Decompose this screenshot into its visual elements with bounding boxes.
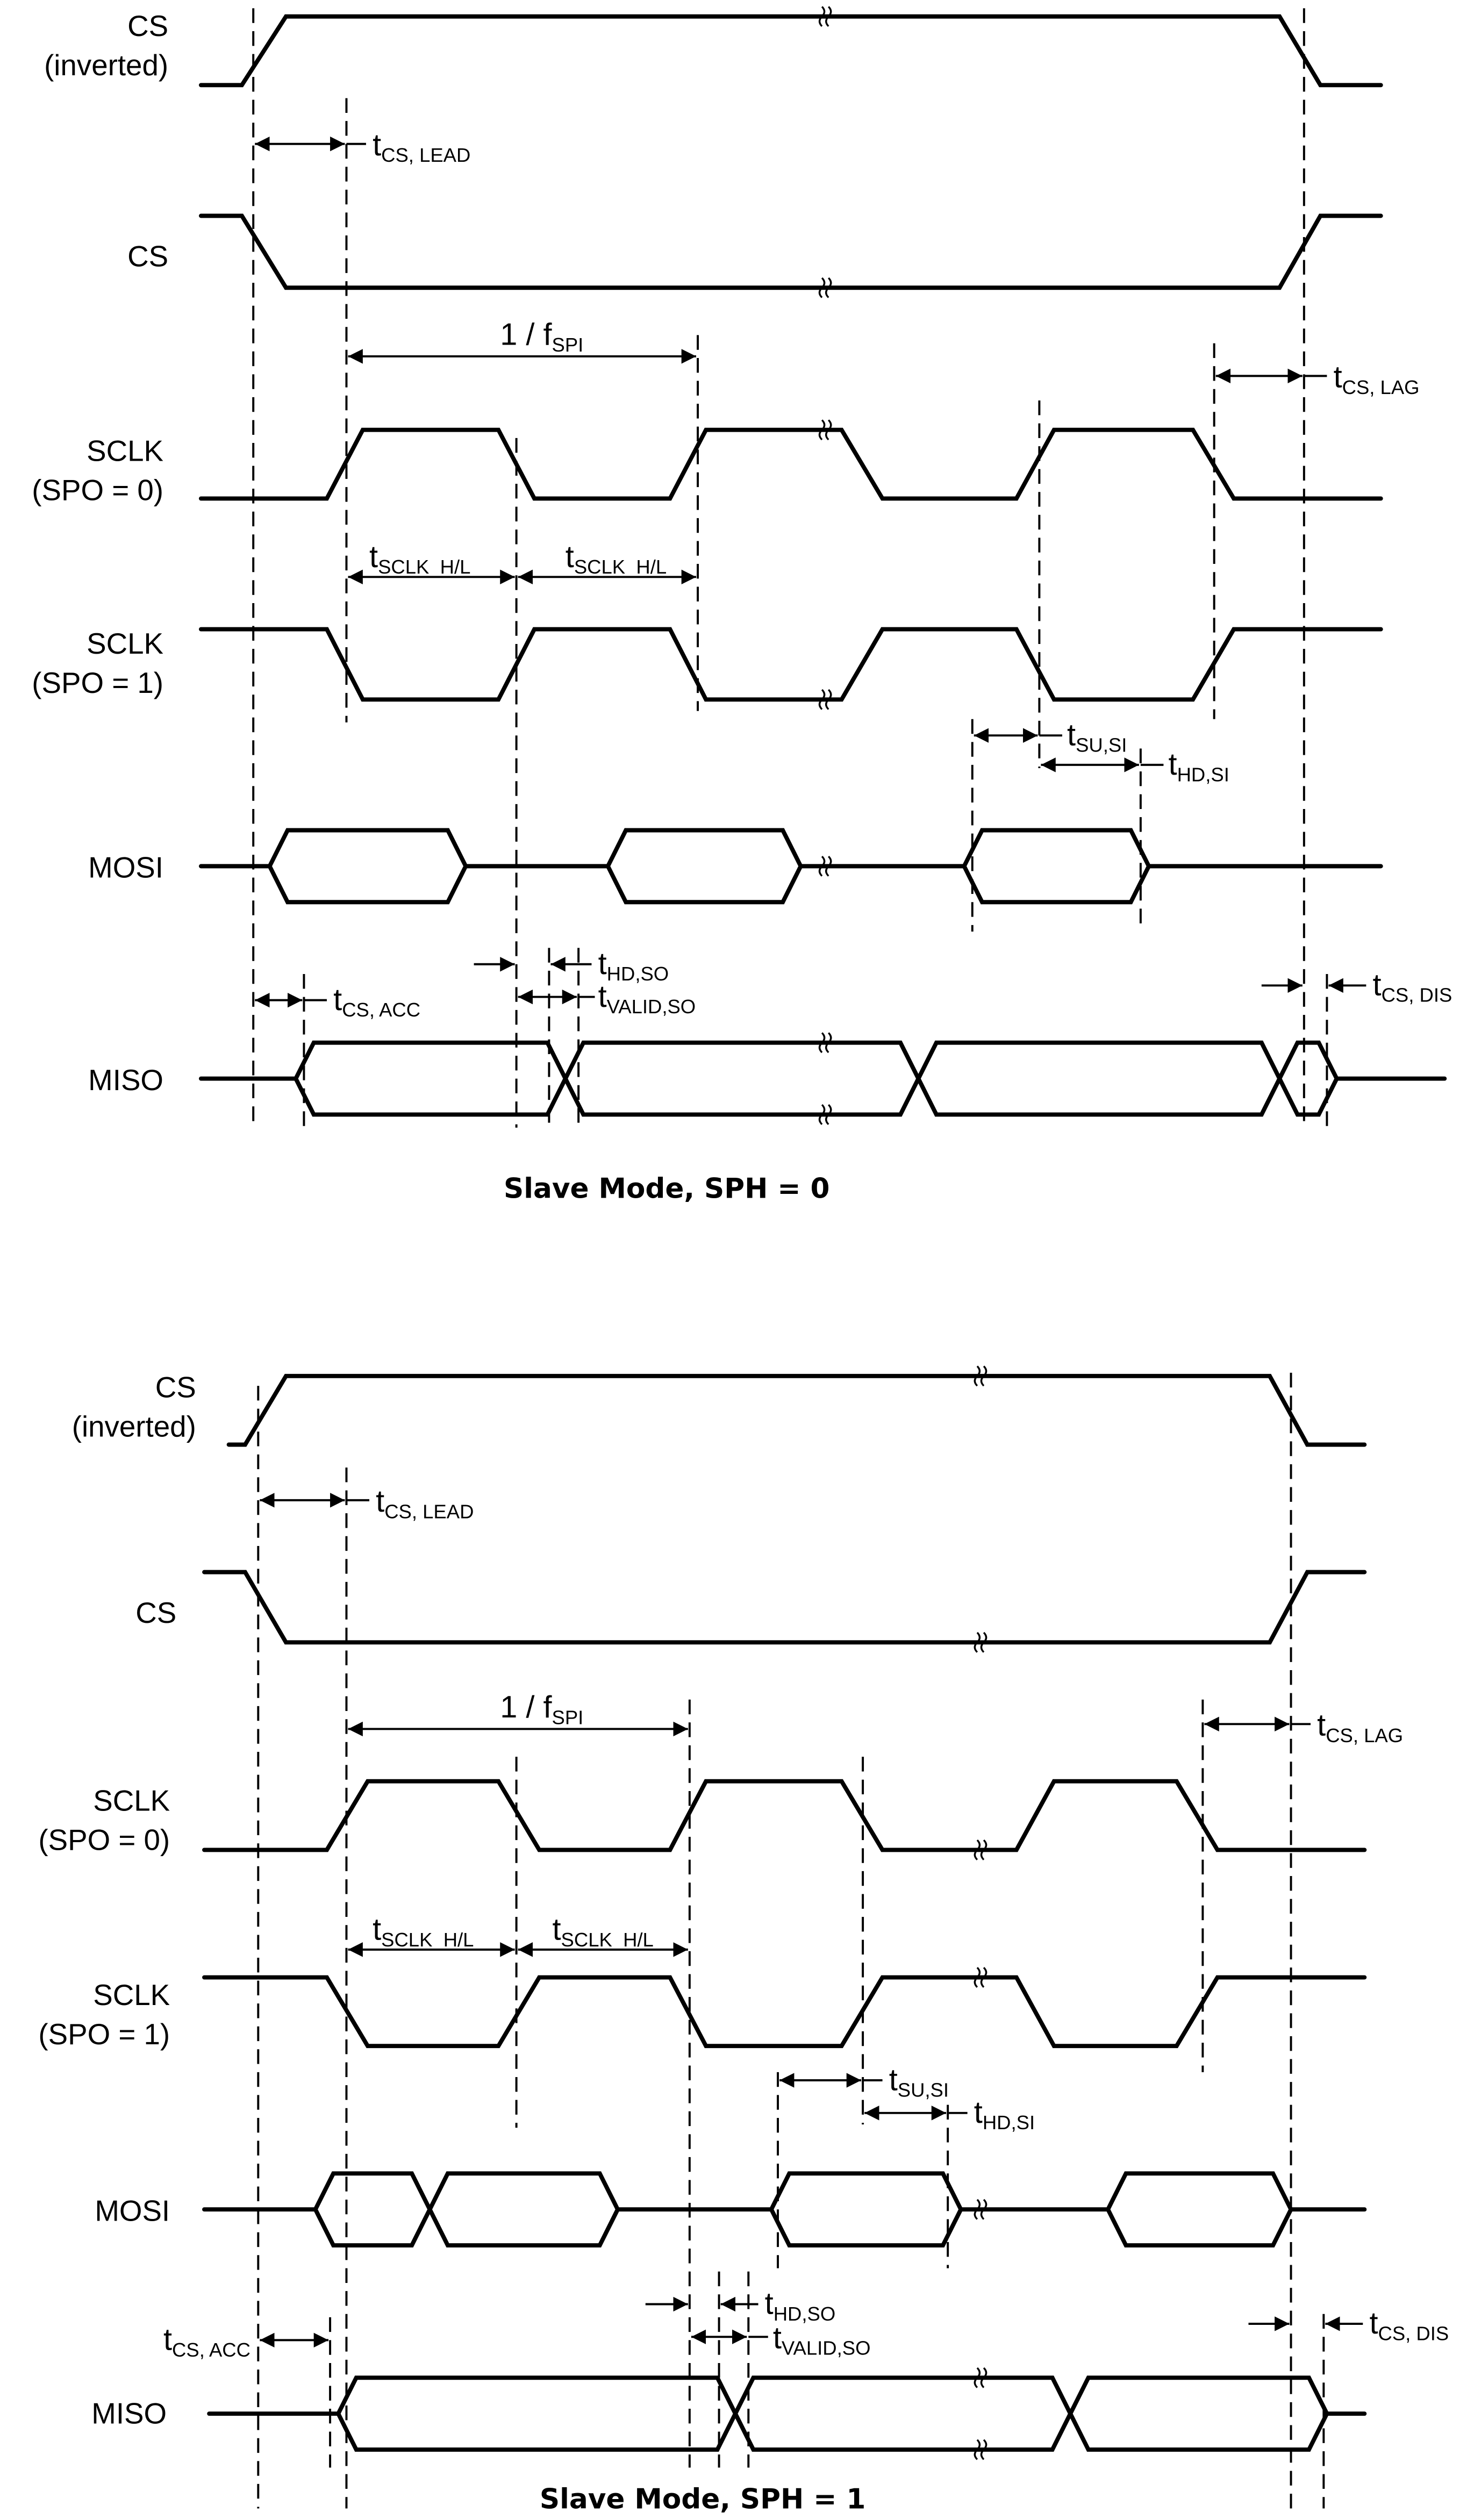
waveform-miso <box>198 1040 1447 1117</box>
signal-label-sclk-spo0: SCLK(SPO = 0) <box>38 1784 170 1856</box>
signal-label-miso: MISO <box>88 1063 163 1097</box>
timing-label-cs-lead: tCS, LEAD <box>376 1484 474 1522</box>
signal-label-cs: CS <box>135 1596 176 1629</box>
signal-label-sclk-spo1: SCLK(SPO = 1) <box>32 627 163 699</box>
waveform-sclk-spo0 <box>202 1779 1367 1852</box>
break-icon <box>974 1839 988 1860</box>
timing-label-hd-si: tHD,SI <box>1169 747 1229 785</box>
timing-label-su-si: tSU,SI <box>1067 718 1127 756</box>
timing-label-sclk-hl-2: tSCLK_H/L <box>566 540 667 578</box>
timing-label-su-si: tSU,SI <box>889 2063 949 2101</box>
signal-label-mosi: MOSI <box>95 2194 170 2227</box>
signal-label-cs-inverted: CS(inverted) <box>44 9 168 82</box>
timing-label-sclk-hl-1: tSCLK_H/L <box>369 540 470 578</box>
timing-label-cs-acc: tCS, ACC <box>163 2323 251 2361</box>
break-icon <box>818 277 832 298</box>
signal-label-cs: CS <box>127 240 168 273</box>
break-icon <box>974 1967 988 1988</box>
waveform-miso <box>207 2375 1367 2452</box>
diagram-sph0: CS(inverted) CS SCLK(SPO = 0) SCLK(SPO =… <box>32 6 1452 1205</box>
waveform-mosi <box>202 2171 1367 2248</box>
break-icon <box>818 689 832 710</box>
timing-label-sclk-hl-1: tSCLK_H/L <box>373 1913 474 1951</box>
break-icon <box>974 2367 988 2388</box>
break-icon <box>974 1365 988 1387</box>
diagram-caption: Slave Mode, SPH = 1 <box>540 2483 865 2515</box>
waveform-sclk-spo0 <box>198 427 1383 501</box>
timing-label-cs-lead: tCS, LEAD <box>373 128 470 166</box>
timing-label-valid-so: tVALID,SO <box>598 979 696 1018</box>
waveform-cs-inverted <box>198 14 1383 88</box>
diagram-sph1: CS(inverted) CS SCLK(SPO = 0) SCLK(SPO =… <box>38 1365 1449 2515</box>
waveform-mosi <box>198 828 1383 905</box>
break-icon <box>818 1032 832 1054</box>
signal-label-sclk-spo0: SCLK(SPO = 0) <box>32 434 163 506</box>
timing-label-sclk-hl-2: tSCLK_H/L <box>552 1913 653 1951</box>
timing-label-cs-acc: tCS, ACC <box>333 983 420 1021</box>
break-marks <box>974 1365 988 2460</box>
timing-label-hd-so: tHD,SO <box>598 947 669 985</box>
waveform-sclk-spo1 <box>202 1975 1367 2049</box>
break-icon <box>974 2199 988 2220</box>
signal-label-sclk-spo1: SCLK(SPO = 1) <box>38 1978 170 2051</box>
timing-label-period: 1 / fSPI <box>500 318 583 356</box>
break-icon <box>818 855 832 877</box>
signal-label-mosi: MOSI <box>88 851 163 884</box>
waveform-cs <box>202 1570 1367 1645</box>
timing-label-cs-dis: tCS, DIS <box>1373 968 1452 1006</box>
timing-label-hd-si: tHD,SI <box>974 2095 1035 2134</box>
break-icon <box>818 419 832 441</box>
timing-label-cs-lag: tCS, LAG <box>1334 360 1420 398</box>
reference-lines <box>252 8 1328 1128</box>
diagram-caption: Slave Mode, SPH = 0 <box>504 1172 829 1205</box>
signal-label-cs-inverted: CS(inverted) <box>72 1370 196 1443</box>
timing-label-hd-so: tHD,SO <box>765 2287 836 2325</box>
waveform-cs-inverted <box>226 1373 1367 1447</box>
break-icon <box>818 1104 832 1125</box>
timing-label-period: 1 / fSPI <box>500 1690 583 1728</box>
waveform-sclk-spo1 <box>198 627 1383 702</box>
break-icon <box>974 2439 988 2460</box>
timing-label-cs-dis: tCS, DIS <box>1369 2306 1449 2344</box>
waveform-cs <box>198 213 1383 290</box>
timing-label-cs-lag: tCS, LAG <box>1317 1708 1403 1746</box>
break-icon <box>818 6 832 27</box>
break-icon <box>974 1631 988 1653</box>
timing-label-valid-so: tVALID,SO <box>773 2321 871 2359</box>
signal-label-miso: MISO <box>91 2396 167 2430</box>
break-marks <box>818 6 832 1125</box>
